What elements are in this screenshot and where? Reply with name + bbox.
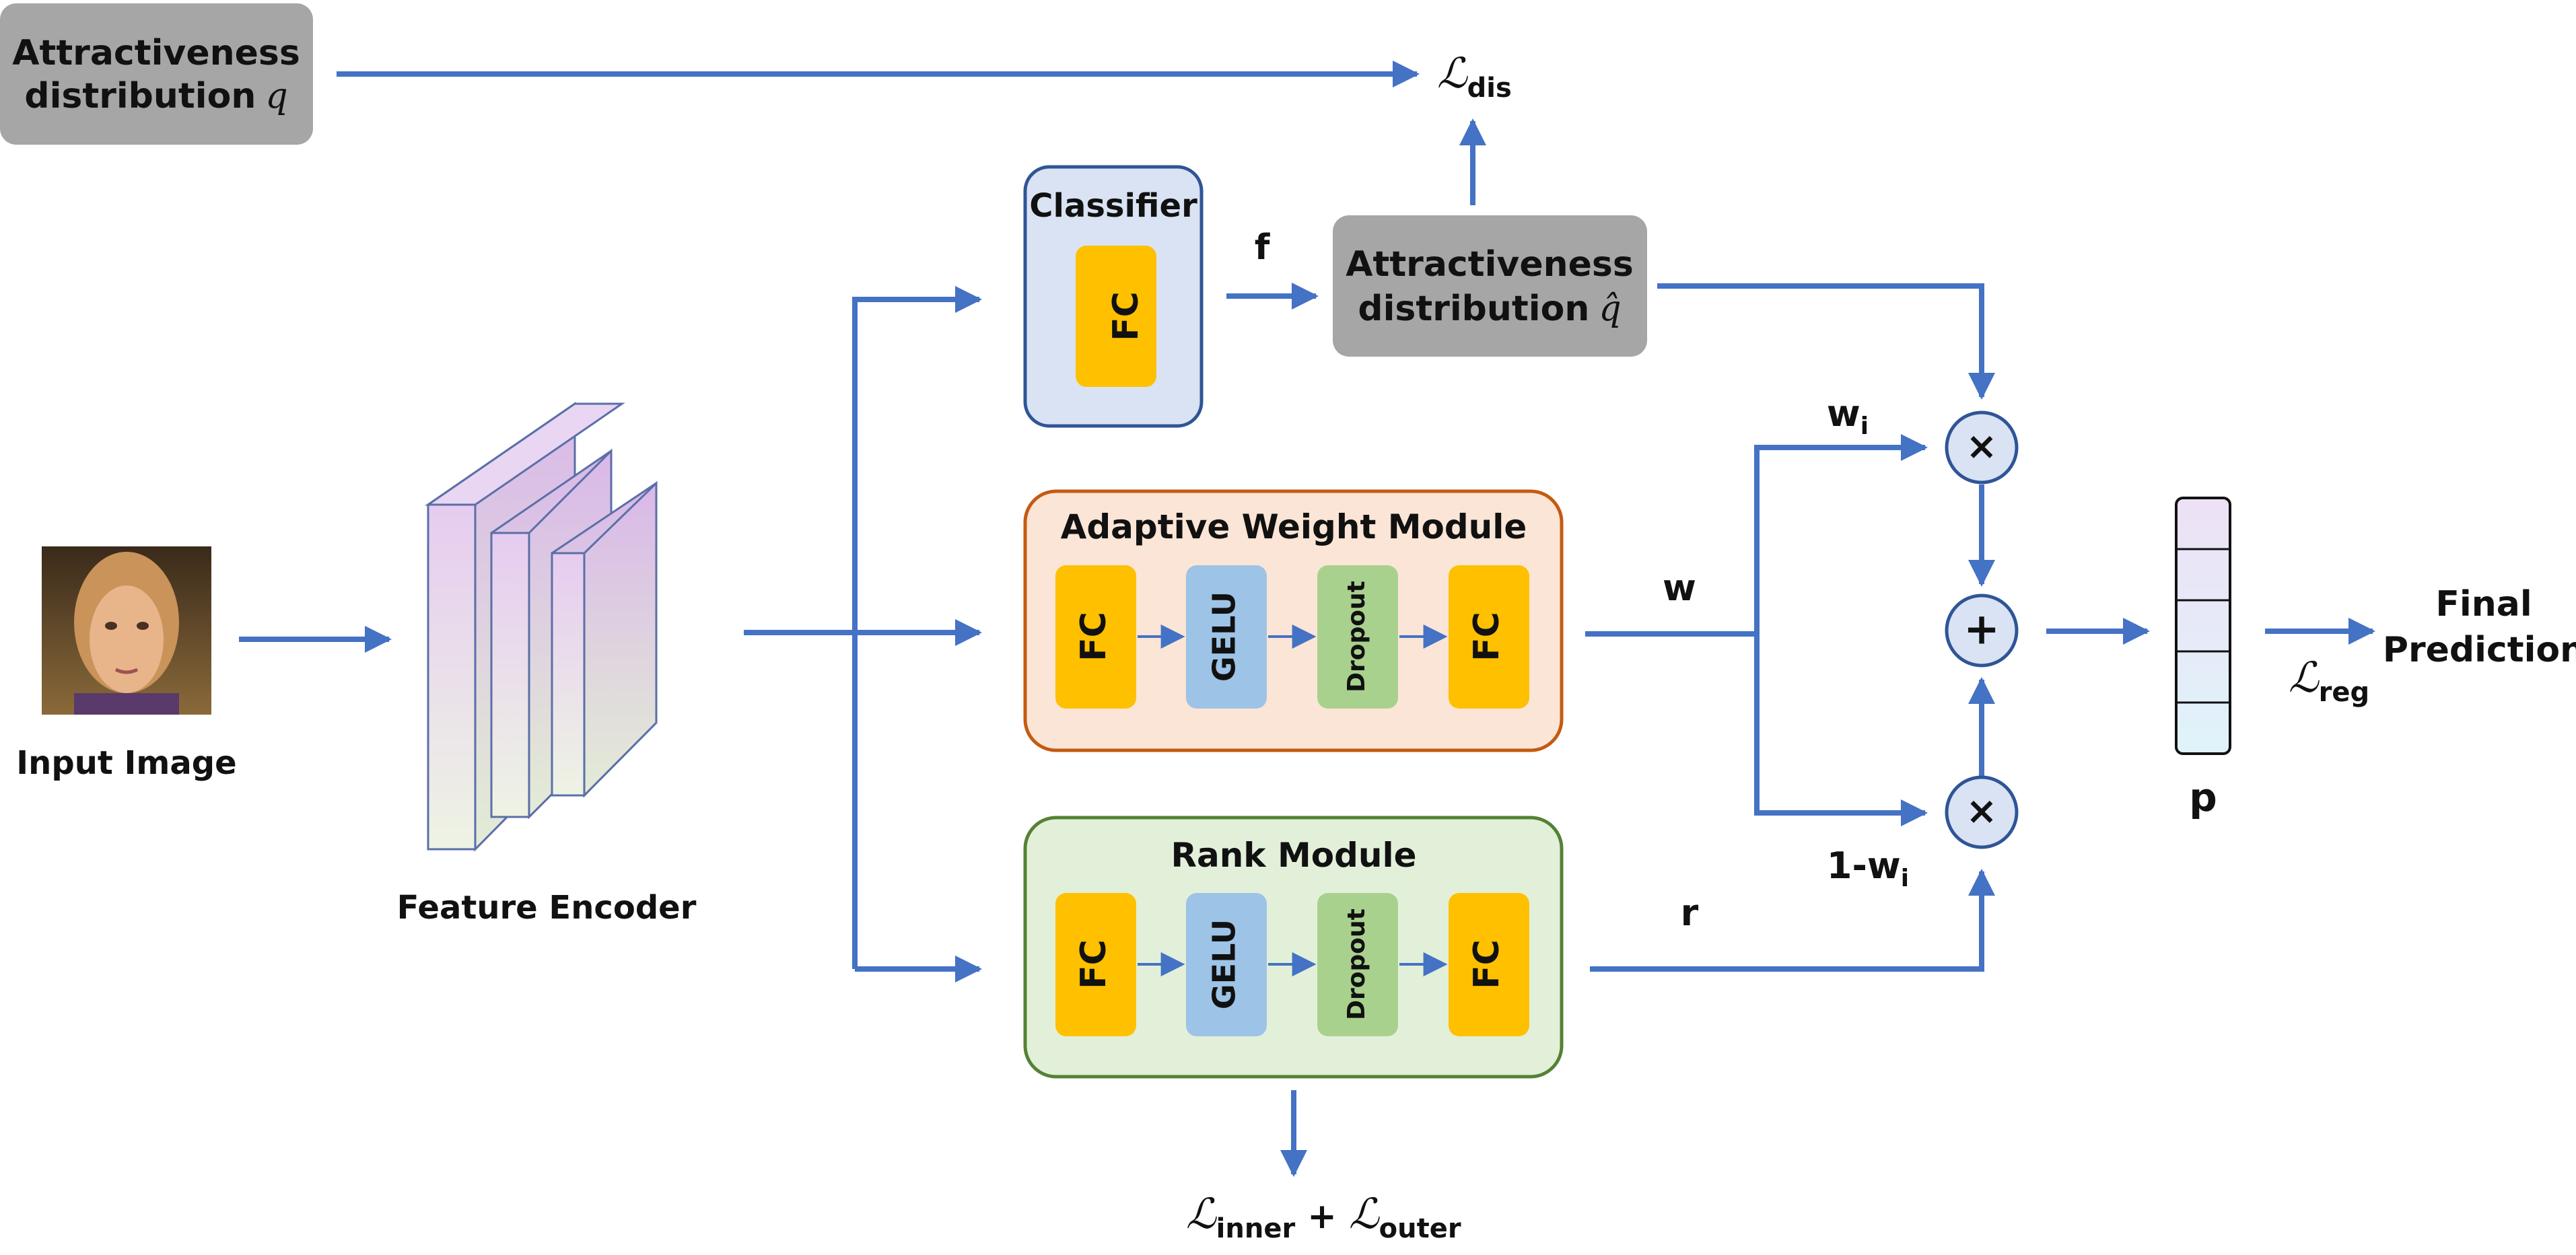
adaptive-fc1-label: FC xyxy=(1074,612,1114,661)
adaptive-dropout-block xyxy=(1317,565,1398,709)
branch-arrows xyxy=(744,286,982,982)
rank-fc1-block xyxy=(1055,893,1136,1036)
adaptive-fc1-block xyxy=(1055,565,1136,709)
vector-p-label: p xyxy=(2189,775,2217,820)
adaptive-fc2-block xyxy=(1449,565,1529,709)
rank-module: Rank Module FC GELU Dropout FC xyxy=(1023,816,1564,1079)
svg-text:×: × xyxy=(1966,425,1998,468)
classifier-module: Classifier FC xyxy=(1023,165,1204,428)
final-prediction-line2: Prediction xyxy=(2383,630,2576,670)
feature-encoder-label: Feature Encoder xyxy=(397,889,697,927)
edge-r-label: r xyxy=(1681,892,1699,934)
weight-arrows xyxy=(1585,434,2375,972)
rank-fc2-block xyxy=(1449,893,1529,1036)
adaptive-title: Adaptive Weight Module xyxy=(1061,507,1527,546)
rank-dropout-block xyxy=(1317,893,1398,1036)
loss-rank-label: ℒinner + ℒouter xyxy=(1186,1189,1461,1244)
multiply-top-op: × xyxy=(1945,410,2019,485)
rank-gelu-label: GELU xyxy=(1206,919,1243,1009)
rank-dropout-label: Dropout xyxy=(1343,908,1370,1020)
adaptive-dropout-label: Dropout xyxy=(1343,581,1370,692)
input-image-label: Input Image xyxy=(16,744,236,782)
loss-reg-label: ℒreg xyxy=(2289,653,2369,708)
edge-1wi-label: 1-wi xyxy=(1827,845,1909,892)
edge-wi-label: wi xyxy=(1827,392,1869,440)
multiply-bottom-op: × xyxy=(1945,775,2019,849)
final-prediction-line1: Final xyxy=(2435,584,2532,624)
classifier-fc-label: FC xyxy=(1106,291,1146,341)
pred-dist-line1: Attractiveness xyxy=(1346,244,1634,285)
gt-dist-line1: Attractiveness xyxy=(12,33,300,73)
prediction-vector xyxy=(2175,497,2231,755)
adaptive-gelu-label: GELU xyxy=(1206,591,1243,682)
classifier-fc-block xyxy=(1076,246,1156,387)
loss-dis-label: ℒdis xyxy=(1437,48,1512,104)
svg-text:+: + xyxy=(1963,605,2000,655)
rank-gelu-block xyxy=(1186,893,1267,1036)
classifier-title: Classifier xyxy=(1029,187,1197,225)
feature-encoder-graphic xyxy=(425,402,658,852)
rank-fc2-label: FC xyxy=(1467,939,1507,989)
input-image xyxy=(42,546,211,715)
svg-text:×: × xyxy=(1966,789,1998,833)
arrow-dist-to-multiply xyxy=(1657,283,1995,400)
adaptive-weight-module: Adaptive Weight Module FC GELU Dropout F… xyxy=(1023,489,1564,752)
plus-op: + xyxy=(1945,594,2019,668)
edge-f-label: f xyxy=(1255,227,1271,268)
edge-w-label: w xyxy=(1663,567,1696,609)
rank-title: Rank Module xyxy=(1171,836,1416,875)
adaptive-fc2-label: FC xyxy=(1467,612,1507,661)
adaptive-gelu-block xyxy=(1186,565,1267,709)
rank-fc1-label: FC xyxy=(1074,939,1114,989)
